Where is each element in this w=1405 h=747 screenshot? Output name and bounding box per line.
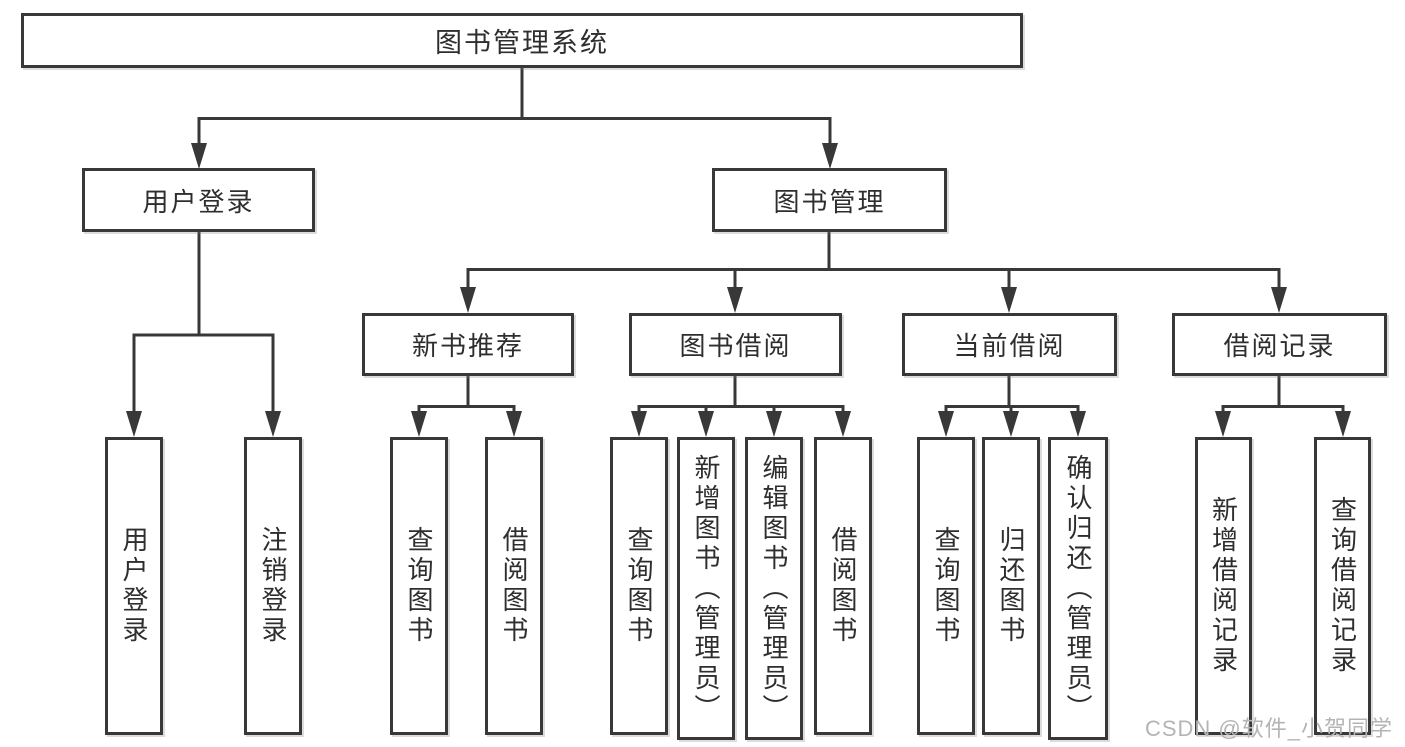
node-library-management-system: 图书管理系统 (21, 13, 1023, 68)
leaf-recommend-query-books: 查询图书 (390, 437, 448, 735)
node-current-borrowing: 当前借阅 (902, 313, 1117, 376)
leaf-add-books-admin: 新增图书（管理员） (677, 437, 735, 740)
node-book-management-branch: 图书管理 (712, 168, 947, 232)
leaf-add-borrow-record: 新增借阅记录 (1195, 437, 1252, 735)
leaf-edit-books-admin: 编辑图书（管理员） (745, 437, 803, 740)
leaf-borrow-books: 借阅图书 (814, 437, 872, 735)
leaf-query-borrow-record: 查询借阅记录 (1314, 437, 1371, 735)
leaf-current-query-books: 查询图书 (917, 437, 975, 735)
leaf-logout: 注销登录 (244, 437, 302, 735)
node-new-book-recommendation: 新书推荐 (362, 313, 574, 376)
leaf-recommend-borrow-books: 借阅图书 (485, 437, 543, 735)
node-book-borrowing: 图书借阅 (629, 313, 842, 376)
leaf-return-books: 归还图书 (982, 437, 1040, 735)
node-user-login-branch: 用户登录 (82, 168, 315, 232)
leaf-borrow-query-books: 查询图书 (610, 437, 668, 735)
leaf-user-login: 用户登录 (105, 437, 163, 735)
csdn-watermark: CSDN @软件_小贺同学 (1144, 716, 1393, 741)
leaf-confirm-return-admin: 确认归还（管理员） (1048, 437, 1108, 740)
node-borrowing-records: 借阅记录 (1172, 313, 1387, 376)
